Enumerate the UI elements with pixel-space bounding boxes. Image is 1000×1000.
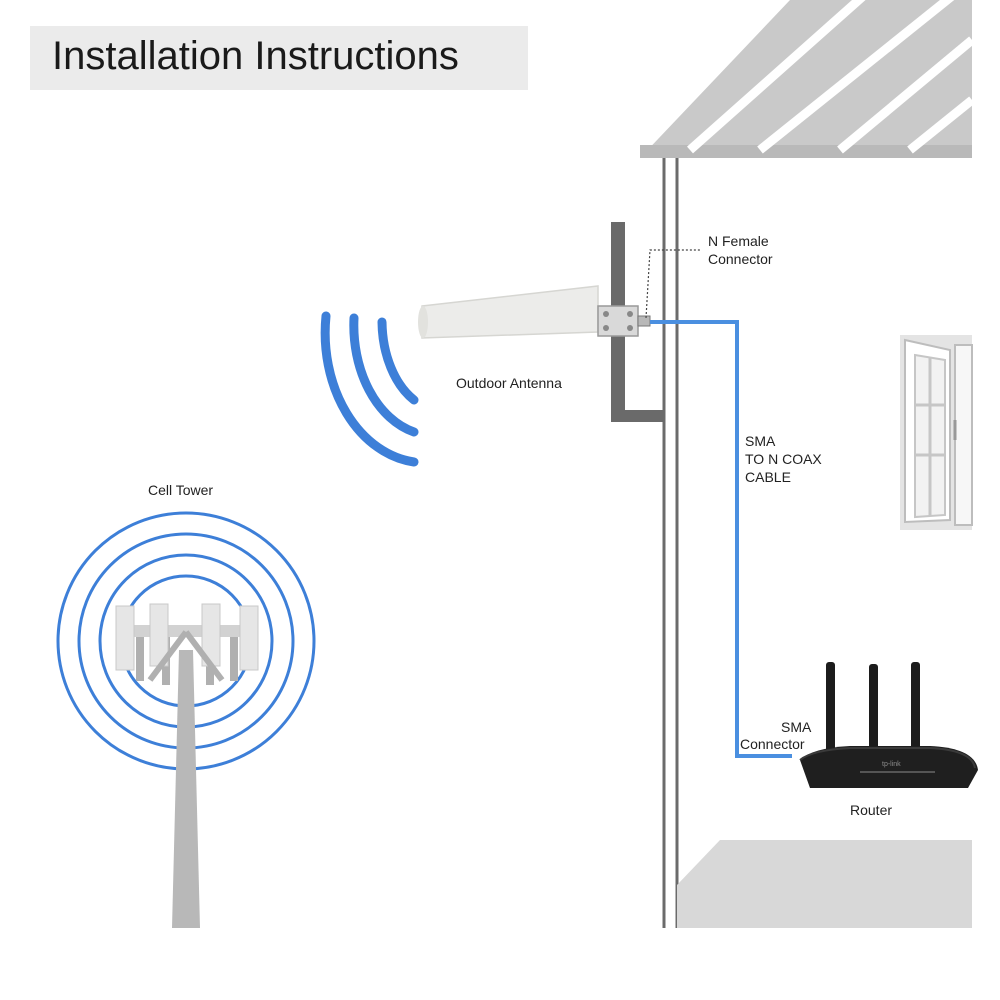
- n-female-label-line2: Connector: [708, 251, 773, 267]
- page-title: Installation Instructions: [52, 34, 459, 78]
- house-wall: [662, 158, 972, 928]
- cable-label-line3: CABLE: [745, 469, 791, 485]
- cable-label-line2: TO N COAX: [745, 451, 822, 467]
- house-roof-icon: [640, 0, 975, 158]
- router-logo: tp-link: [882, 761, 901, 768]
- n-female-label-line1: N Female: [708, 233, 769, 249]
- title-banner: Installation Instructions: [30, 26, 528, 90]
- window-icon: [900, 335, 973, 530]
- n-female-callout-line: [645, 249, 700, 319]
- router-icon: tp-link: [799, 662, 978, 788]
- cell-tower-icon: [115, 603, 259, 928]
- sma-connector-label-line1: SMA: [781, 719, 812, 735]
- coax-cable: [650, 320, 792, 758]
- signal-waves-icon: [320, 311, 419, 467]
- outdoor-antenna-label: Outdoor Antenna: [456, 375, 562, 391]
- sma-connector-label-line2: Connector: [740, 736, 805, 752]
- cell-tower-label: Cell Tower: [148, 482, 213, 498]
- outdoor-antenna-icon: [418, 285, 651, 339]
- router-label: Router: [850, 802, 892, 818]
- cable-label-line1: SMA: [745, 433, 776, 449]
